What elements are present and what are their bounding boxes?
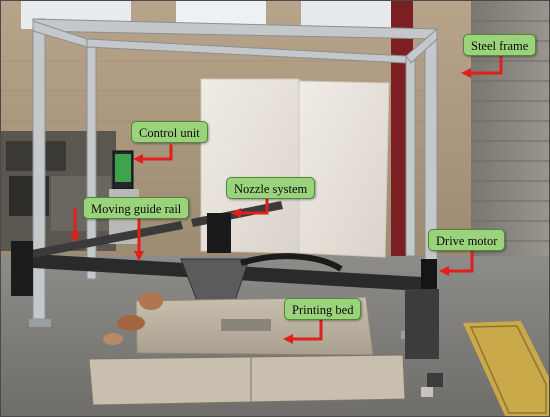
base-platform: [88, 354, 406, 406]
floor-block: [421, 387, 433, 397]
floor-block: [427, 373, 443, 387]
rail-end-block: [11, 241, 33, 296]
nozzle-motor: [207, 213, 231, 253]
ceiling-window: [301, 1, 401, 29]
floor-grate: [463, 321, 549, 416]
drive-motor-label: Drive motor: [428, 229, 506, 251]
arrow-drive-motor: [445, 249, 474, 273]
frame-foot: [29, 319, 51, 327]
foam-panel: [298, 80, 390, 258]
steel-frame-label: Steel frame: [463, 34, 537, 56]
drive-motor-body: [421, 259, 437, 297]
nozzle-system-label: Nozzle system: [226, 177, 316, 199]
moving-guide-rail-label: Moving guide rail: [83, 197, 190, 219]
material-hose: [240, 253, 343, 272]
printing-bed-label: Printing bed: [284, 298, 362, 320]
arrow-steel-frame: [467, 54, 503, 75]
door-slats: [471, 20, 549, 242]
annotation-arrows: [73, 54, 503, 341]
clay-pot: [117, 315, 145, 331]
arrow-heads: [70, 68, 471, 344]
clay-pot: [103, 333, 123, 345]
arrow-control-unit: [139, 144, 173, 161]
control-unit-label: Control unit: [131, 121, 208, 143]
arrow-printing-bed: [289, 319, 323, 341]
arrow-nozzle-system: [237, 197, 269, 215]
printed-layers: [221, 319, 271, 331]
clay-pot: [139, 292, 163, 310]
